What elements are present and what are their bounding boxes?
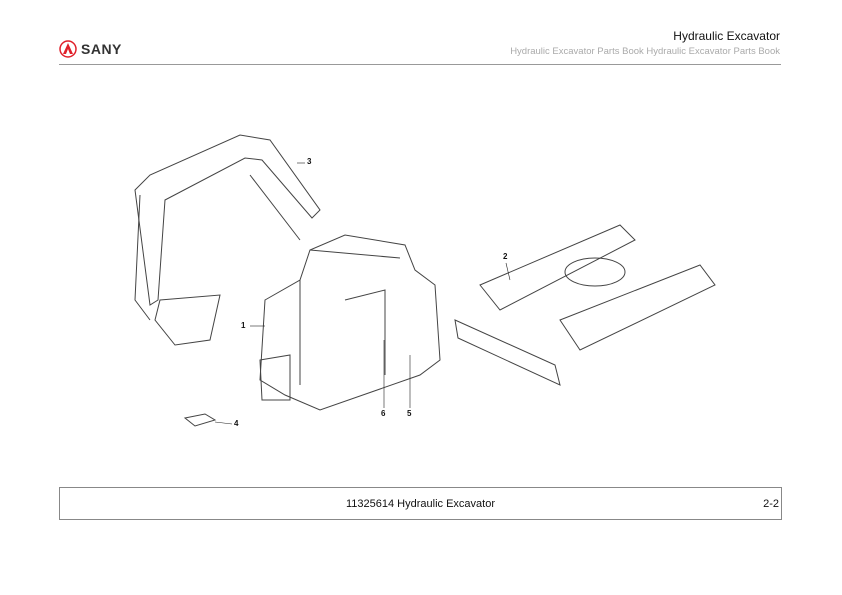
upper-structure-cab — [259, 234, 441, 411]
leader-lines — [214, 162, 511, 425]
exploded-parts-drawing — [134, 134, 716, 427]
sany-logo-icon — [59, 40, 77, 58]
footer-title: 11325614 Hydraulic Excavator — [346, 498, 495, 510]
footer-box: 11325614 Hydraulic Excavator 2-2 — [59, 487, 782, 520]
brand-name: SANY — [81, 41, 122, 57]
boom-arm-assembly — [134, 134, 321, 346]
sany-logo: SANY — [59, 40, 122, 58]
undercarriage-assembly — [454, 224, 716, 386]
header-subtitle: Hydraulic Excavator Parts Book Hydraulic… — [510, 46, 780, 57]
small-part — [183, 413, 217, 427]
header-divider — [59, 64, 781, 65]
callout-6: 6 — [381, 409, 386, 418]
header-title: Hydraulic Excavator — [673, 29, 780, 43]
callout-3: 3 — [307, 157, 312, 166]
page-number: 2-2 — [763, 498, 779, 510]
callout-1: 1 — [241, 321, 246, 330]
callout-4: 4 — [234, 419, 239, 428]
callout-5: 5 — [407, 409, 412, 418]
callout-2: 2 — [503, 252, 508, 261]
